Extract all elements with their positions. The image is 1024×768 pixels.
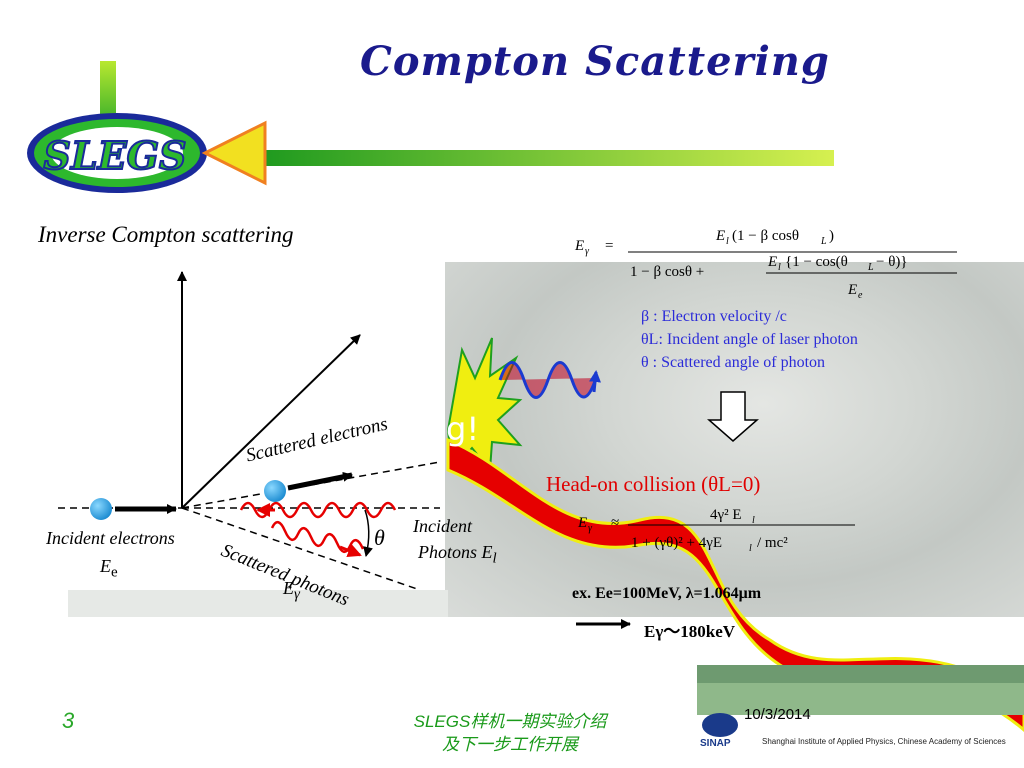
result-text: Eγ～180keV (644, 622, 736, 641)
horizontal-bar (262, 150, 834, 166)
svg-text:4γ² E: 4γ² E (710, 507, 742, 523)
electron-energy-label: Ee (100, 556, 118, 581)
logo-text: SLEGS (43, 133, 186, 178)
page-number: 3 (62, 708, 75, 733)
svg-text:E: E (715, 228, 725, 244)
svg-text:L: L (820, 236, 827, 247)
svg-text:− θ)}: − θ)} (876, 254, 908, 270)
svg-text:E: E (574, 238, 584, 254)
svg-text:γ: γ (585, 246, 590, 257)
svg-text:l: l (752, 515, 755, 526)
institute-name: Shanghai Institute of Applied Physics, C… (762, 737, 1006, 746)
scattered-photon-dashed-line (181, 507, 421, 591)
scattered-electron-ball (264, 480, 286, 502)
legend-beta: β : Electron velocity /c (641, 308, 787, 325)
overlay-fragment: g! (446, 410, 480, 448)
scattered-photon-wave (270, 521, 365, 553)
svg-text:l: l (749, 543, 752, 554)
slide-date: 10/3/2014 (744, 706, 811, 723)
z-axis (181, 334, 361, 509)
svg-text:E: E (847, 282, 857, 298)
footer-title-line1: SLEGS样机一期实验介绍 (413, 712, 607, 731)
svg-text:≈: ≈ (611, 515, 619, 531)
incident-electrons-label: Incident electrons (46, 528, 175, 548)
laser-arrow (589, 370, 601, 393)
sinap-logo-icon (702, 713, 738, 737)
vertical-bar (100, 61, 116, 123)
diagram-heading: Inverse Compton scattering (38, 222, 294, 247)
footer-title-line2: 及下一步工作开展 (442, 735, 578, 754)
background-strip (68, 590, 448, 617)
svg-text:/ mc²: / mc² (757, 535, 788, 551)
header-graphics: SLEGS (27, 61, 834, 193)
angle-arc (363, 509, 373, 557)
slide-title: Compton Scattering (360, 38, 830, 85)
gamma-ray-wave (446, 437, 1024, 732)
svg-text:=: = (605, 238, 613, 254)
svg-text:l: l (726, 236, 729, 247)
scattered-electron-arrow (287, 471, 353, 491)
svg-text:1 + (γθ)² + 4γE: 1 + (γθ)² + 4γE (631, 535, 722, 551)
logo-icon (27, 113, 207, 193)
svg-text:E: E (577, 515, 587, 531)
scattered-electron-dashed-line (181, 461, 441, 509)
svg-text:γ: γ (588, 523, 593, 534)
scattered-photon-arrow (339, 544, 362, 558)
svg-text:l: l (778, 262, 781, 273)
svg-text:L: L (867, 262, 874, 273)
legend-theta-l: θL: Incident angle of laser photon (641, 331, 858, 348)
svg-text:): ) (829, 228, 834, 244)
legend-theta: θ : Scattered angle of photon (641, 354, 826, 371)
incident-photons-label-2: Photons El (418, 542, 497, 567)
scattered-photon-energy-label: Eγ (283, 578, 300, 603)
incident-electron-ball (90, 498, 112, 520)
headon-label: Head-on collision (θL=0) (546, 472, 761, 496)
svg-text:{1 − cos(θ: {1 − cos(θ (785, 254, 848, 270)
svg-text:e: e (858, 290, 863, 301)
arrow-icon (201, 120, 267, 186)
svg-text:1 − β cosθ +: 1 − β cosθ + (630, 264, 704, 280)
incident-photons-label-1: Incident (413, 516, 472, 536)
svg-text:(1 − β cosθ: (1 − β cosθ (732, 228, 799, 244)
institute-abbr: SINAP (700, 738, 731, 749)
down-arrow-icon (707, 391, 759, 442)
example-text: ex. Ee=100MeV, λ=1.064μm (572, 585, 762, 602)
angle-label: θ (374, 525, 385, 550)
laser-wave (498, 361, 598, 399)
svg-text:E: E (767, 254, 777, 270)
